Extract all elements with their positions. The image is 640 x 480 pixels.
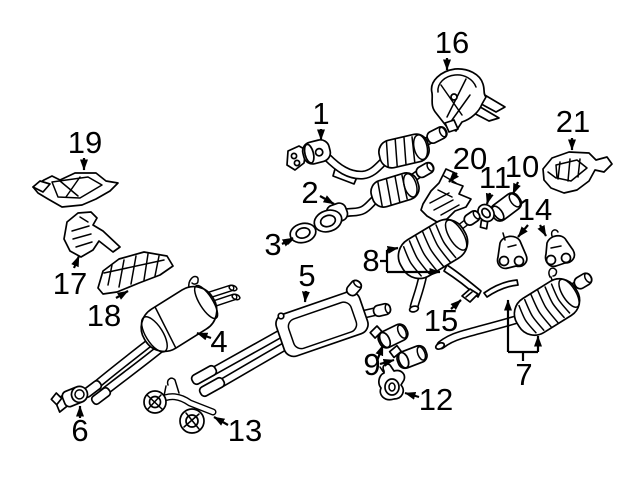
callout-16-label[interactable]: 16 <box>435 25 469 60</box>
callout-14-arrow-left <box>517 224 529 238</box>
callout-1: 1 <box>312 96 330 141</box>
part-15-retaining-clip-drawing <box>461 288 479 303</box>
callout-11: 11 <box>479 160 511 205</box>
callout-7-bracket <box>508 350 538 361</box>
callout-20-label[interactable]: 20 <box>453 141 487 176</box>
part-14-mount-bracket-left-drawing <box>496 232 528 270</box>
part-16-heat-shield-drawing <box>430 68 506 133</box>
part-3-gasket-drawing <box>287 222 317 245</box>
callout-7-label[interactable]: 7 <box>515 357 532 392</box>
callout-14-label[interactable]: 14 <box>518 192 552 227</box>
part-2-catalytic-converter-pipe-drawing <box>313 161 435 233</box>
callout-12-arrow <box>404 391 420 400</box>
callout-10-label[interactable]: 10 <box>505 149 539 184</box>
part-13-support-bracket-drawing <box>143 377 217 434</box>
callout-8: 8 <box>362 243 441 278</box>
part-8-rear-muffler-left-drawing <box>397 210 482 313</box>
callout-9-arrow-up <box>375 344 385 362</box>
callout-1-label[interactable]: 1 <box>312 96 329 131</box>
callout-9: 9 <box>363 344 395 382</box>
callout-8-bracket <box>380 250 389 272</box>
callout-20: 20 <box>448 141 487 183</box>
callout-9-arrow-right <box>379 358 395 367</box>
part-11-coupler-clamp-drawing <box>477 203 495 230</box>
part-7-rear-muffler-right-drawing <box>434 267 593 351</box>
part-4-front-muffler-drawing <box>81 275 241 406</box>
callout-13: 13 <box>213 413 262 448</box>
callout-12-label[interactable]: 12 <box>419 382 453 417</box>
part-17-heat-shield-drawing <box>63 211 121 258</box>
callout-19-label[interactable]: 19 <box>68 125 102 160</box>
callout-17-arrow <box>71 255 81 269</box>
callout-8-arrow-top <box>386 245 399 254</box>
part-9-clamp-pair-drawing <box>369 323 428 370</box>
callout-15: 15 <box>424 299 462 338</box>
callout-6: 6 <box>71 405 89 448</box>
part-21-heat-shield-drawing <box>542 151 613 194</box>
callout-13-label[interactable]: 13 <box>228 413 262 448</box>
part-6-pipe-clamp-drawing <box>50 385 89 413</box>
part-18-heat-shield-drawing <box>97 251 174 295</box>
part-20-heat-shield-drawing <box>420 168 472 223</box>
callout-21: 21 <box>556 104 590 151</box>
callout-2-arrow <box>319 195 335 205</box>
callout-19: 19 <box>68 125 102 171</box>
callout-8-label[interactable]: 8 <box>362 243 379 278</box>
callout-3: 3 <box>264 227 294 262</box>
callout-5-label[interactable]: 5 <box>298 258 315 293</box>
callout-14: 14 <box>517 192 552 238</box>
callout-3-arrow <box>281 237 294 247</box>
callout-11-arrow <box>485 192 494 205</box>
callout-5: 5 <box>298 258 316 303</box>
callout-10-arrow <box>511 181 521 195</box>
callout-4-arrow <box>196 331 212 341</box>
part-14-mount-bracket-right-drawing <box>544 229 576 268</box>
callout-7: 7 <box>504 299 542 392</box>
callout-4: 4 <box>196 324 228 359</box>
callout-16: 16 <box>435 25 469 71</box>
callout-18-label[interactable]: 18 <box>87 298 121 333</box>
callout-13-arrow <box>213 416 229 426</box>
callout-21-label[interactable]: 21 <box>556 104 590 139</box>
callout-9-label[interactable]: 9 <box>363 347 380 382</box>
callout-5-arrow <box>301 290 310 303</box>
part-5-center-muffler-drawing <box>190 279 392 398</box>
callout-15-arrow <box>450 299 462 310</box>
callout-11-label[interactable]: 11 <box>479 160 511 195</box>
callout-3-label[interactable]: 3 <box>264 227 281 262</box>
callout-14-arrow-right <box>537 224 547 237</box>
callout-10: 10 <box>505 149 539 195</box>
callout-2: 2 <box>301 175 335 210</box>
callout-4-label[interactable]: 4 <box>210 324 227 359</box>
callout-20-arrow <box>448 171 459 183</box>
callout-2-label[interactable]: 2 <box>301 175 318 210</box>
callout-18-arrow <box>115 290 129 300</box>
callout-17: 17 <box>53 255 87 301</box>
part-1-catalytic-converter-pipe-drawing <box>286 125 448 185</box>
callout-6-label[interactable]: 6 <box>71 413 88 448</box>
callout-17-label[interactable]: 17 <box>53 266 87 301</box>
callout-18: 18 <box>87 290 129 333</box>
part-19-heat-shield-drawing <box>32 172 119 208</box>
part-12-rubber-hanger-drawing <box>378 363 406 401</box>
callout-12: 12 <box>404 382 453 417</box>
